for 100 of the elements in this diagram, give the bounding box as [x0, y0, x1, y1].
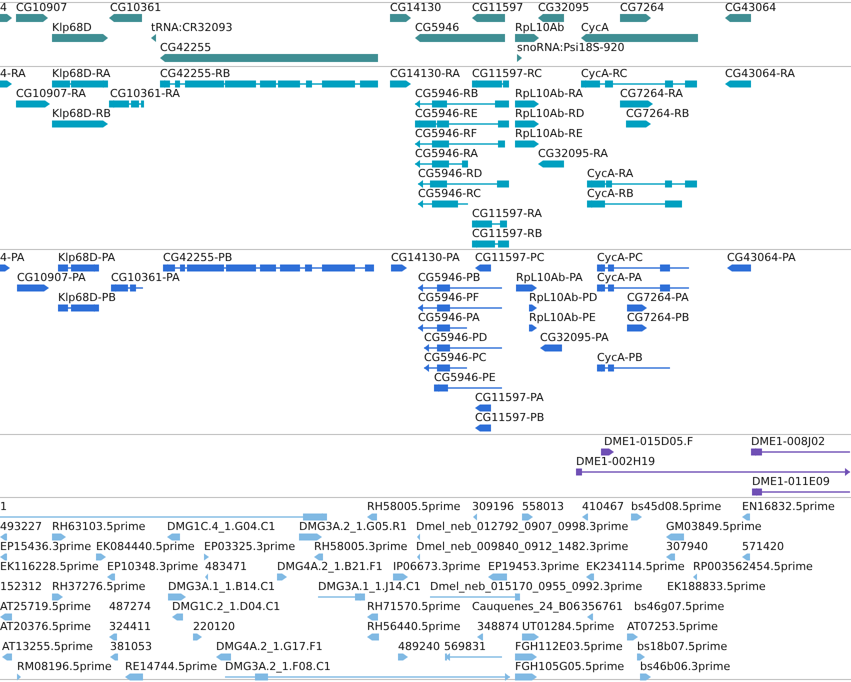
feature-label: EP19453.3prime: [488, 560, 580, 573]
feature-label: CG5946-PF: [418, 291, 480, 304]
feature-label: AT20376.5prime: [0, 620, 91, 633]
feature-label: 571420: [742, 540, 784, 553]
feature-label: RH37276.5prime: [52, 580, 146, 593]
feature-label: 356761: [581, 600, 623, 613]
feature-label: CG14130-RA: [390, 67, 460, 80]
feature-label: DME1-008J02: [751, 435, 826, 448]
feature-label: CG11597-RA: [472, 207, 542, 220]
feature-label: CG10361-PA: [111, 271, 180, 284]
feature-label: EK234114.5prime: [586, 560, 685, 573]
feature-label: RpL10Ab-PE: [529, 311, 596, 324]
feature-label: CG5946-PA: [418, 311, 480, 324]
feature-label: Cauquenes_24_B06: [472, 600, 580, 613]
feature-label: RH71570.5prime: [367, 600, 460, 613]
feature-label: CG11597-RB: [472, 227, 542, 240]
feature-label: 4-RA: [0, 67, 26, 80]
feature-label: CG11597-PC: [475, 251, 544, 264]
feature-label: snoRNA:Psi18S-920: [517, 41, 625, 54]
feature-label: CG5946-PB: [418, 271, 480, 284]
feature-label: DMG1C.2_1.D04.C1: [172, 600, 280, 613]
feature-label: 487274: [109, 600, 151, 613]
feature-label: Klp68D: [52, 21, 92, 34]
feature-label: RpL10Ab-PA: [516, 271, 583, 284]
feature-label: CG43064: [725, 1, 776, 14]
feature-label: RH56440.5prime: [367, 620, 460, 633]
feature-label: EK084440.5prime: [96, 540, 195, 553]
feature-label: DME1-015D05.F: [604, 435, 694, 448]
feature-label: CycA: [581, 21, 609, 34]
feature-label: CycA-RA: [587, 167, 634, 180]
feature-label: CycA-RC: [581, 67, 628, 80]
feature-label: RpL10Ab-RA: [515, 87, 583, 100]
feature-label: EP03325.3prime: [204, 540, 296, 553]
feature-label: DMG4A.2_1.G17.F1: [216, 640, 323, 653]
feature-label: CG11597: [472, 1, 524, 14]
feature-label: Klp68D-PB: [58, 291, 116, 304]
feature-label: DMG3A.1_1.J14.C1: [318, 580, 421, 593]
feature-label: RH63103.5prime: [52, 520, 146, 533]
feature-label: DMG3A.2_1.G05.R1: [299, 520, 407, 533]
feature-label: Klp68D-PA: [58, 251, 116, 264]
feature-label: CG42255: [160, 41, 212, 54]
feature-label: CG7264-PB: [627, 311, 690, 324]
feature-label: Dmel_neb_015170_0955_0992.3prime: [430, 580, 642, 593]
feature-label: CycA-RB: [587, 187, 634, 200]
feature-label: CG32095-RA: [538, 147, 608, 160]
feature-label: 493227: [0, 520, 42, 533]
feature-label: CG43064-RA: [725, 67, 795, 80]
feature-label: EP10348.3prime: [107, 560, 198, 573]
feature-label: CG7264-RB: [626, 107, 690, 120]
feature-label: 307940: [666, 540, 708, 553]
feature-label: RH58005.5prime: [367, 500, 460, 513]
feature-label: bs45d08.5prime: [631, 500, 722, 513]
feature-label: RP003562454.5prime: [693, 560, 813, 573]
feature-label: bs46g07.5prime: [634, 600, 724, 613]
feature-label: DME1-011E09: [752, 475, 830, 488]
feature-label: 558013: [522, 500, 564, 513]
feature-label: CG5946-RE: [415, 107, 478, 120]
feature-label: CG5946-PE: [434, 371, 496, 384]
feature-label: CG7264-RA: [620, 87, 683, 100]
feature-label: CG11597-PA: [475, 391, 544, 404]
feature-label: CG32095: [538, 1, 590, 14]
feature-label: Dmel_neb_009840_0912_1482.3prime: [416, 540, 628, 553]
feature-label: RM08196.5prime: [17, 660, 112, 673]
feature-label: UT01284.5prime: [522, 620, 614, 633]
feature-label: RE14744.5prime: [125, 660, 218, 673]
feature-label: Klp68D-RB: [52, 107, 111, 120]
feature-label: CG5946-RF: [415, 127, 478, 140]
feature-label: CycA-PB: [597, 351, 643, 364]
feature-label: CG42255-RB: [160, 67, 230, 80]
feature-label: RpL10Ab-RE: [515, 127, 583, 140]
feature-label: 348874: [477, 620, 519, 633]
feature-label: CG5946-RA: [415, 147, 478, 160]
feature-label: CycA-PA: [597, 271, 642, 284]
feature-label: CG5946-RD: [418, 167, 482, 180]
feature-label: 483471: [205, 560, 247, 573]
feature-label: FGH105G05.5prime: [515, 660, 624, 673]
feature-label: DME1-002H19: [576, 455, 656, 468]
feature-label: EK188833.5prime: [667, 580, 766, 593]
feature-label: GM03849.5prime: [666, 520, 762, 533]
feature-label: DMG3A.1_1.B14.C1: [168, 580, 276, 593]
feature-label: AT25719.5prime: [0, 600, 91, 613]
feature-label: EK116228.5prime: [0, 560, 99, 573]
feature-label: CG42255-PB: [163, 251, 232, 264]
feature-label: DMG3A.2_1.F08.C1: [225, 660, 331, 673]
feature-label: FGH112E03.5prime: [515, 640, 623, 653]
feature-label: CG10907-PA: [17, 271, 86, 284]
feature-label: CycA-PC: [597, 251, 643, 264]
feature-label: DMG4A.2_1.B21.F1: [277, 560, 383, 573]
feature-label: CG5946-RB: [415, 87, 478, 100]
feature-label: Dmel_neb_012792_0907_0998.3prime: [416, 520, 628, 533]
feature-label: CG7264: [620, 1, 664, 14]
feature-label: 4: [0, 1, 7, 14]
feature-label: 1: [0, 500, 7, 513]
feature-label: tRNA:CR32093: [151, 21, 233, 34]
feature-label: CG5946-PC: [424, 351, 486, 364]
feature-label: CG32095-PA: [540, 331, 609, 344]
feature-label: CG14130: [390, 1, 442, 14]
feature-label: RH58005.3prime: [314, 540, 408, 553]
feature-label: IP06673.3prime: [393, 560, 480, 573]
feature-label: 309196: [472, 500, 514, 513]
